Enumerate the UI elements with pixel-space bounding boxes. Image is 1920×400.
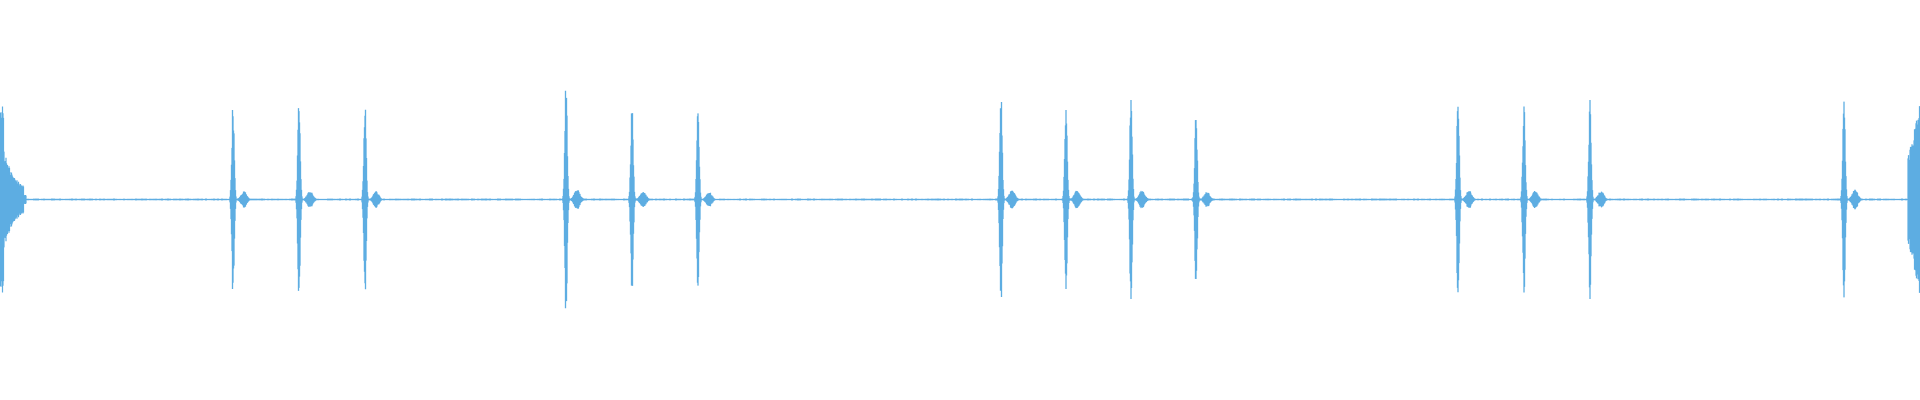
click-group	[561, 90, 721, 309]
click-group	[228, 108, 388, 291]
click-spike	[561, 90, 571, 309]
trailing-burst	[1907, 106, 1920, 293]
click-spike	[1839, 101, 1849, 298]
click-spike	[1453, 106, 1463, 293]
click-ring	[236, 191, 256, 208]
click-ring	[569, 190, 589, 209]
click-spike	[693, 113, 703, 286]
click-ring	[635, 192, 655, 207]
click-group	[996, 100, 1219, 299]
click-spike	[1191, 119, 1201, 280]
click-spike	[228, 110, 238, 289]
click-spike	[1585, 100, 1595, 299]
click-ring	[1527, 191, 1547, 208]
click-group	[1839, 101, 1867, 298]
click-ring	[1069, 190, 1089, 209]
click-spike	[1126, 100, 1136, 299]
click-ring	[368, 191, 388, 208]
click-ring	[1199, 192, 1219, 207]
click-spike	[1061, 110, 1071, 289]
click-spike	[627, 113, 637, 286]
click-spike	[996, 101, 1006, 298]
click-ring	[1461, 191, 1481, 208]
click-spike	[1519, 106, 1529, 293]
click-ring	[1134, 190, 1154, 209]
click-ring	[1004, 190, 1024, 209]
click-ring	[1593, 191, 1613, 208]
click-ring	[1847, 189, 1867, 210]
click-group	[1453, 100, 1613, 299]
click-ring	[302, 192, 322, 207]
click-spike	[360, 109, 370, 290]
click-ring	[701, 192, 721, 207]
leading-burst	[0, 106, 27, 293]
click-groups	[0, 90, 1920, 309]
click-spike	[294, 108, 304, 291]
